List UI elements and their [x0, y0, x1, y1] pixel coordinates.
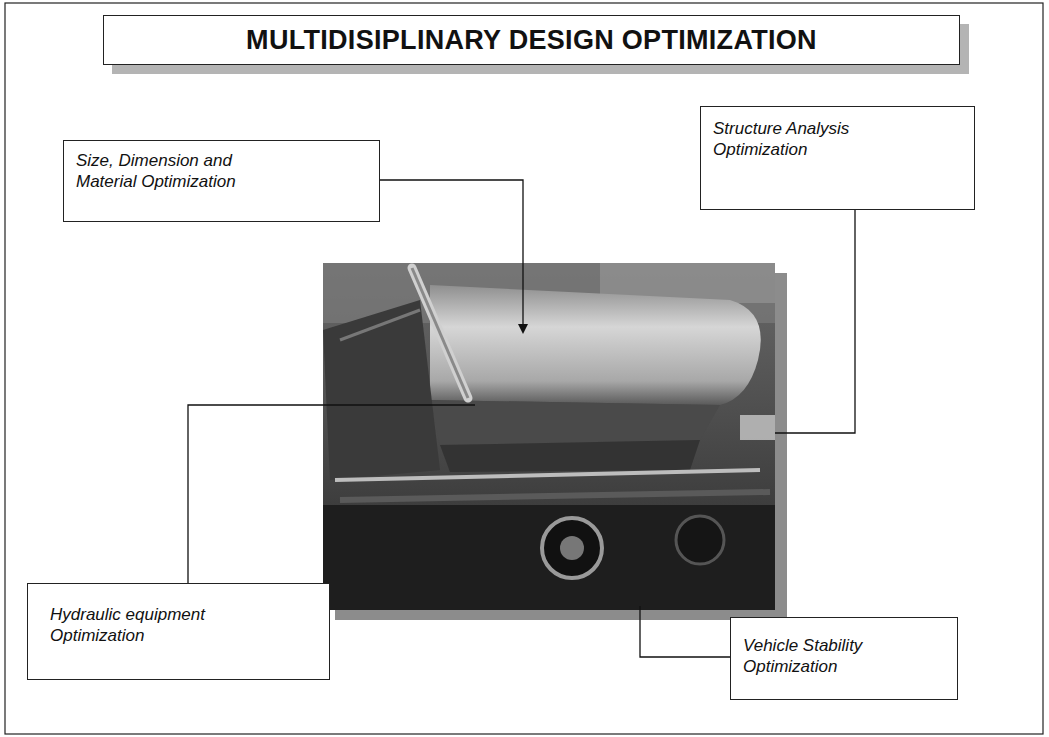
callout-box: Vehicle Stability Optimization [730, 617, 958, 700]
callout-label: Vehicle Stability Optimization [743, 635, 908, 677]
leader-line [640, 606, 730, 657]
title-box: MULTIDISIPLINARY DESIGN OPTIMIZATION [103, 15, 960, 65]
callout-label: Hydraulic equipment Optimization [50, 604, 230, 646]
callout-label: Size, Dimension and Material Optimizatio… [76, 150, 276, 192]
callout-box: Structure Analysis Optimization [700, 106, 975, 210]
leader-line [775, 210, 855, 433]
callout-box: Size, Dimension and Material Optimizatio… [63, 140, 380, 222]
truck-photo [323, 263, 775, 610]
callout-label: Structure Analysis Optimization [713, 118, 888, 160]
leader-line [188, 405, 475, 583]
callout-box: Hydraulic equipment Optimization [27, 583, 330, 680]
leader-line [380, 180, 523, 332]
page-frame [5, 3, 1043, 734]
title: MULTIDISIPLINARY DESIGN OPTIMIZATION [246, 25, 817, 56]
